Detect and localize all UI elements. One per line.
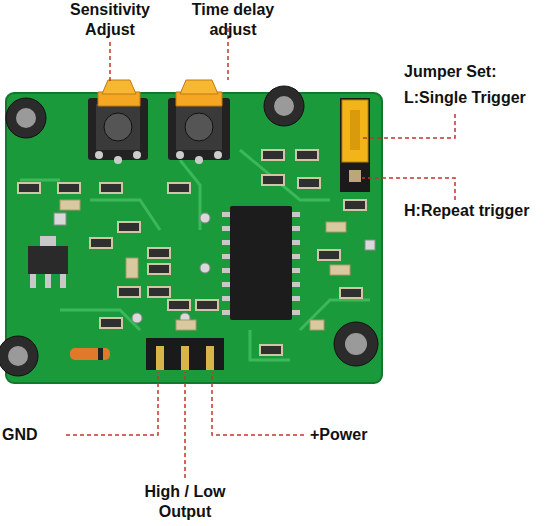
callout-label: Time delay adjust (168, 0, 298, 40)
pcb-board (6, 93, 382, 383)
callout-label: High / Low Output (137, 482, 233, 522)
pin-header (146, 338, 224, 370)
potentiometer (88, 80, 148, 164)
voltage-regulator (28, 236, 68, 288)
leader-line (66, 28, 455, 478)
jumper-header (340, 98, 370, 192)
callout-label: GND (2, 425, 62, 445)
smd-capacitor (60, 200, 350, 330)
pcb-pads (54, 213, 375, 323)
ic-chip (222, 206, 300, 320)
smd-component (18, 150, 366, 355)
electrolytic-capacitor (0, 86, 378, 376)
callout-label: +Power (310, 425, 390, 445)
callout-label: Jumper Set: (404, 62, 550, 82)
pcb-traces (20, 150, 370, 360)
callout-label: Sensitivity Adjust (58, 0, 162, 40)
callout-label: H:Repeat trigger (404, 201, 550, 221)
diode (70, 348, 110, 360)
potentiometer (168, 80, 230, 164)
callout-label: L:Single Trigger (404, 88, 550, 108)
